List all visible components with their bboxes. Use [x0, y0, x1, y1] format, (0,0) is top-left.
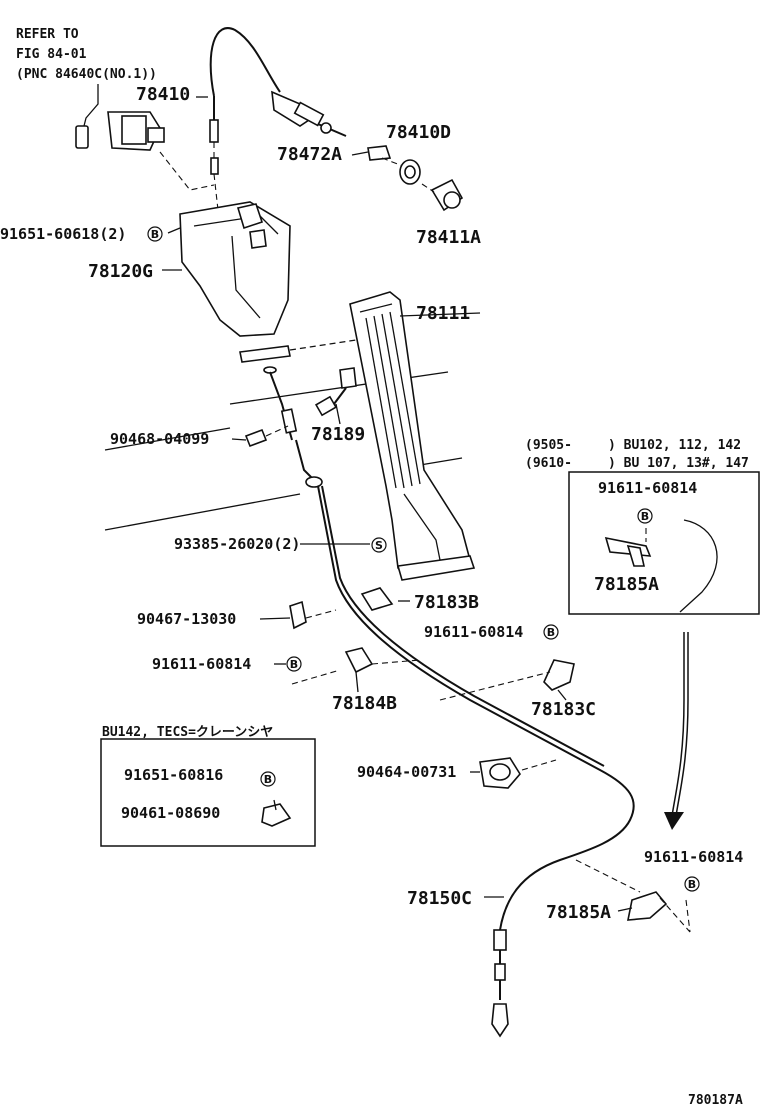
labels: REFER TO FIG 84-01 (PNC 84640C(NO.1)) 78…: [0, 27, 749, 1108]
inset-right-box: [568, 471, 760, 830]
part-78183C: 78183C: [531, 699, 596, 720]
part-78411A: 78411A: [416, 227, 481, 248]
b-mark: B: [543, 624, 559, 640]
leader-lines: [162, 96, 633, 912]
part-78410: 78410: [136, 84, 190, 105]
part-78111: 78111: [416, 303, 470, 324]
svg-text:B: B: [547, 626, 555, 639]
part-78185A-lower: 78185A: [546, 902, 611, 923]
part-90467-13030: 90467-13030: [137, 610, 236, 628]
refer-note-line3: (PNC 84640C(NO.1)): [16, 67, 157, 82]
b-mark: B: [286, 656, 302, 672]
inset-part-78185A: 78185A: [594, 574, 659, 595]
part-78189: 78189: [311, 424, 365, 445]
b-mark: B: [637, 508, 653, 524]
top-right-parts: [367, 145, 464, 212]
refer-note-line2: FIG 84-01: [16, 47, 87, 62]
part-78184B: 78184B: [332, 693, 397, 714]
part-90468-04099: 90468-04099: [110, 430, 209, 448]
part-91611-60814-lower: 91611-60814: [644, 848, 743, 866]
pedal-stopper-bolt: [314, 367, 357, 425]
pedal-bracket: [179, 201, 357, 374]
cable-clips: [244, 425, 691, 933]
part-78183B: 78183B: [414, 592, 479, 613]
part-78150C: 78150C: [407, 888, 472, 909]
inset-left-title: BU142, TECS=クレーンシヤ: [102, 725, 273, 740]
b-mark: B: [684, 876, 700, 892]
part-91651-60618: 91651-60618(2): [0, 225, 126, 243]
part-78120G: 78120G: [88, 261, 153, 282]
stop-light-switch: [75, 84, 215, 191]
svg-text:B: B: [641, 510, 649, 523]
throttle-cable-upper: [209, 27, 347, 211]
inset-left-part-1: 91651-60816: [124, 766, 223, 784]
part-90464-00731: 90464-00731: [357, 763, 456, 781]
svg-text:B: B: [264, 773, 272, 786]
inset-date-2: (9610-: [525, 456, 572, 471]
part-91611-60814-mid: 91611-60814: [424, 623, 523, 641]
accelerator-pedal: [349, 291, 476, 581]
svg-text:B: B: [290, 658, 298, 671]
part-91611-60814-left: 91611-60814: [152, 655, 251, 673]
inset-models-1: ) BU102, 112, 142: [608, 438, 741, 453]
part-78472A: 78472A: [277, 144, 342, 165]
inset-date-1: (9505-: [525, 438, 572, 453]
inset-models-2: ) BU 107, 13#, 147: [608, 456, 749, 471]
svg-text:B: B: [688, 878, 696, 891]
part-78410D: 78410D: [386, 122, 451, 143]
inset-left-box: [100, 738, 316, 847]
svg-text:B: B: [151, 228, 159, 241]
inset-left-part-2: 90461-08690: [121, 804, 220, 822]
part-93385-26020: 93385-26020(2): [174, 535, 300, 553]
b-mark: B: [147, 226, 163, 242]
marks: B S B B B B B: [147, 226, 700, 892]
figure-code: 780187A: [688, 1093, 743, 1108]
refer-note-line1: REFER TO: [16, 27, 79, 42]
svg-text:S: S: [375, 539, 383, 552]
s-mark: S: [371, 537, 387, 553]
inset-part-91611-60814: 91611-60814: [598, 479, 697, 497]
b-mark: B: [260, 771, 276, 787]
